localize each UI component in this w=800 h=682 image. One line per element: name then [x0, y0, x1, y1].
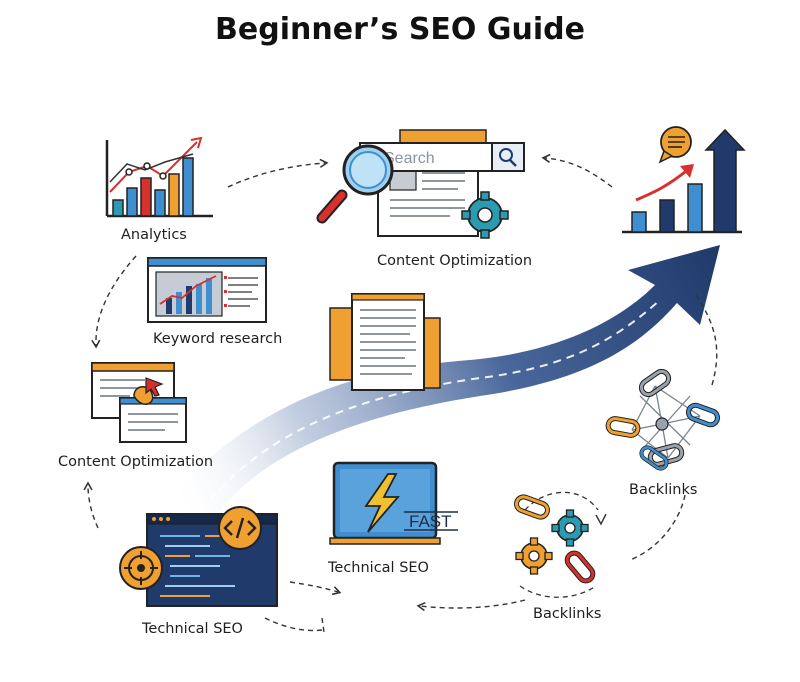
document-icon	[329, 293, 441, 391]
content-optimization-left-icon	[91, 362, 187, 443]
label-backlinks-right: Backlinks	[629, 482, 698, 498]
label-technical-seo-center: Technical SEO	[328, 560, 429, 576]
fast-monitor-icon: FAST	[329, 461, 458, 545]
search-placeholder: Search	[384, 150, 435, 167]
label-content-optimization-top: Content Optimization	[377, 253, 533, 269]
network-icon	[605, 368, 721, 471]
cursor-icon	[145, 377, 164, 397]
target-icon	[119, 546, 163, 590]
backlinks-gears-icon	[514, 491, 607, 598]
label-content-optimization-left: Content Optimization	[58, 454, 214, 470]
label-technical-seo-bottom: Technical SEO	[142, 621, 243, 637]
bar-chart-icon	[105, 136, 213, 218]
chain-link-icon	[605, 368, 721, 471]
gear-icon	[461, 191, 509, 239]
page-title: Beginner’s SEO Guide	[215, 12, 585, 47]
content-optimization-top-icon: Search	[316, 129, 525, 239]
keyword-research-icon	[147, 257, 267, 323]
code-tag-badge	[218, 506, 262, 550]
lightning-icon	[364, 473, 400, 533]
chat-bubble-icon	[658, 126, 692, 164]
flow-connectors	[83, 153, 718, 633]
code-editor-icon	[119, 506, 278, 607]
growth-chart-icon	[622, 126, 746, 234]
label-keyword-research: Keyword research	[153, 331, 283, 347]
fast-badge: FAST	[409, 512, 452, 531]
label-backlinks-bottom: Backlinks	[533, 606, 602, 622]
label-analytics: Analytics	[121, 227, 187, 243]
magnifier-icon	[316, 144, 394, 224]
